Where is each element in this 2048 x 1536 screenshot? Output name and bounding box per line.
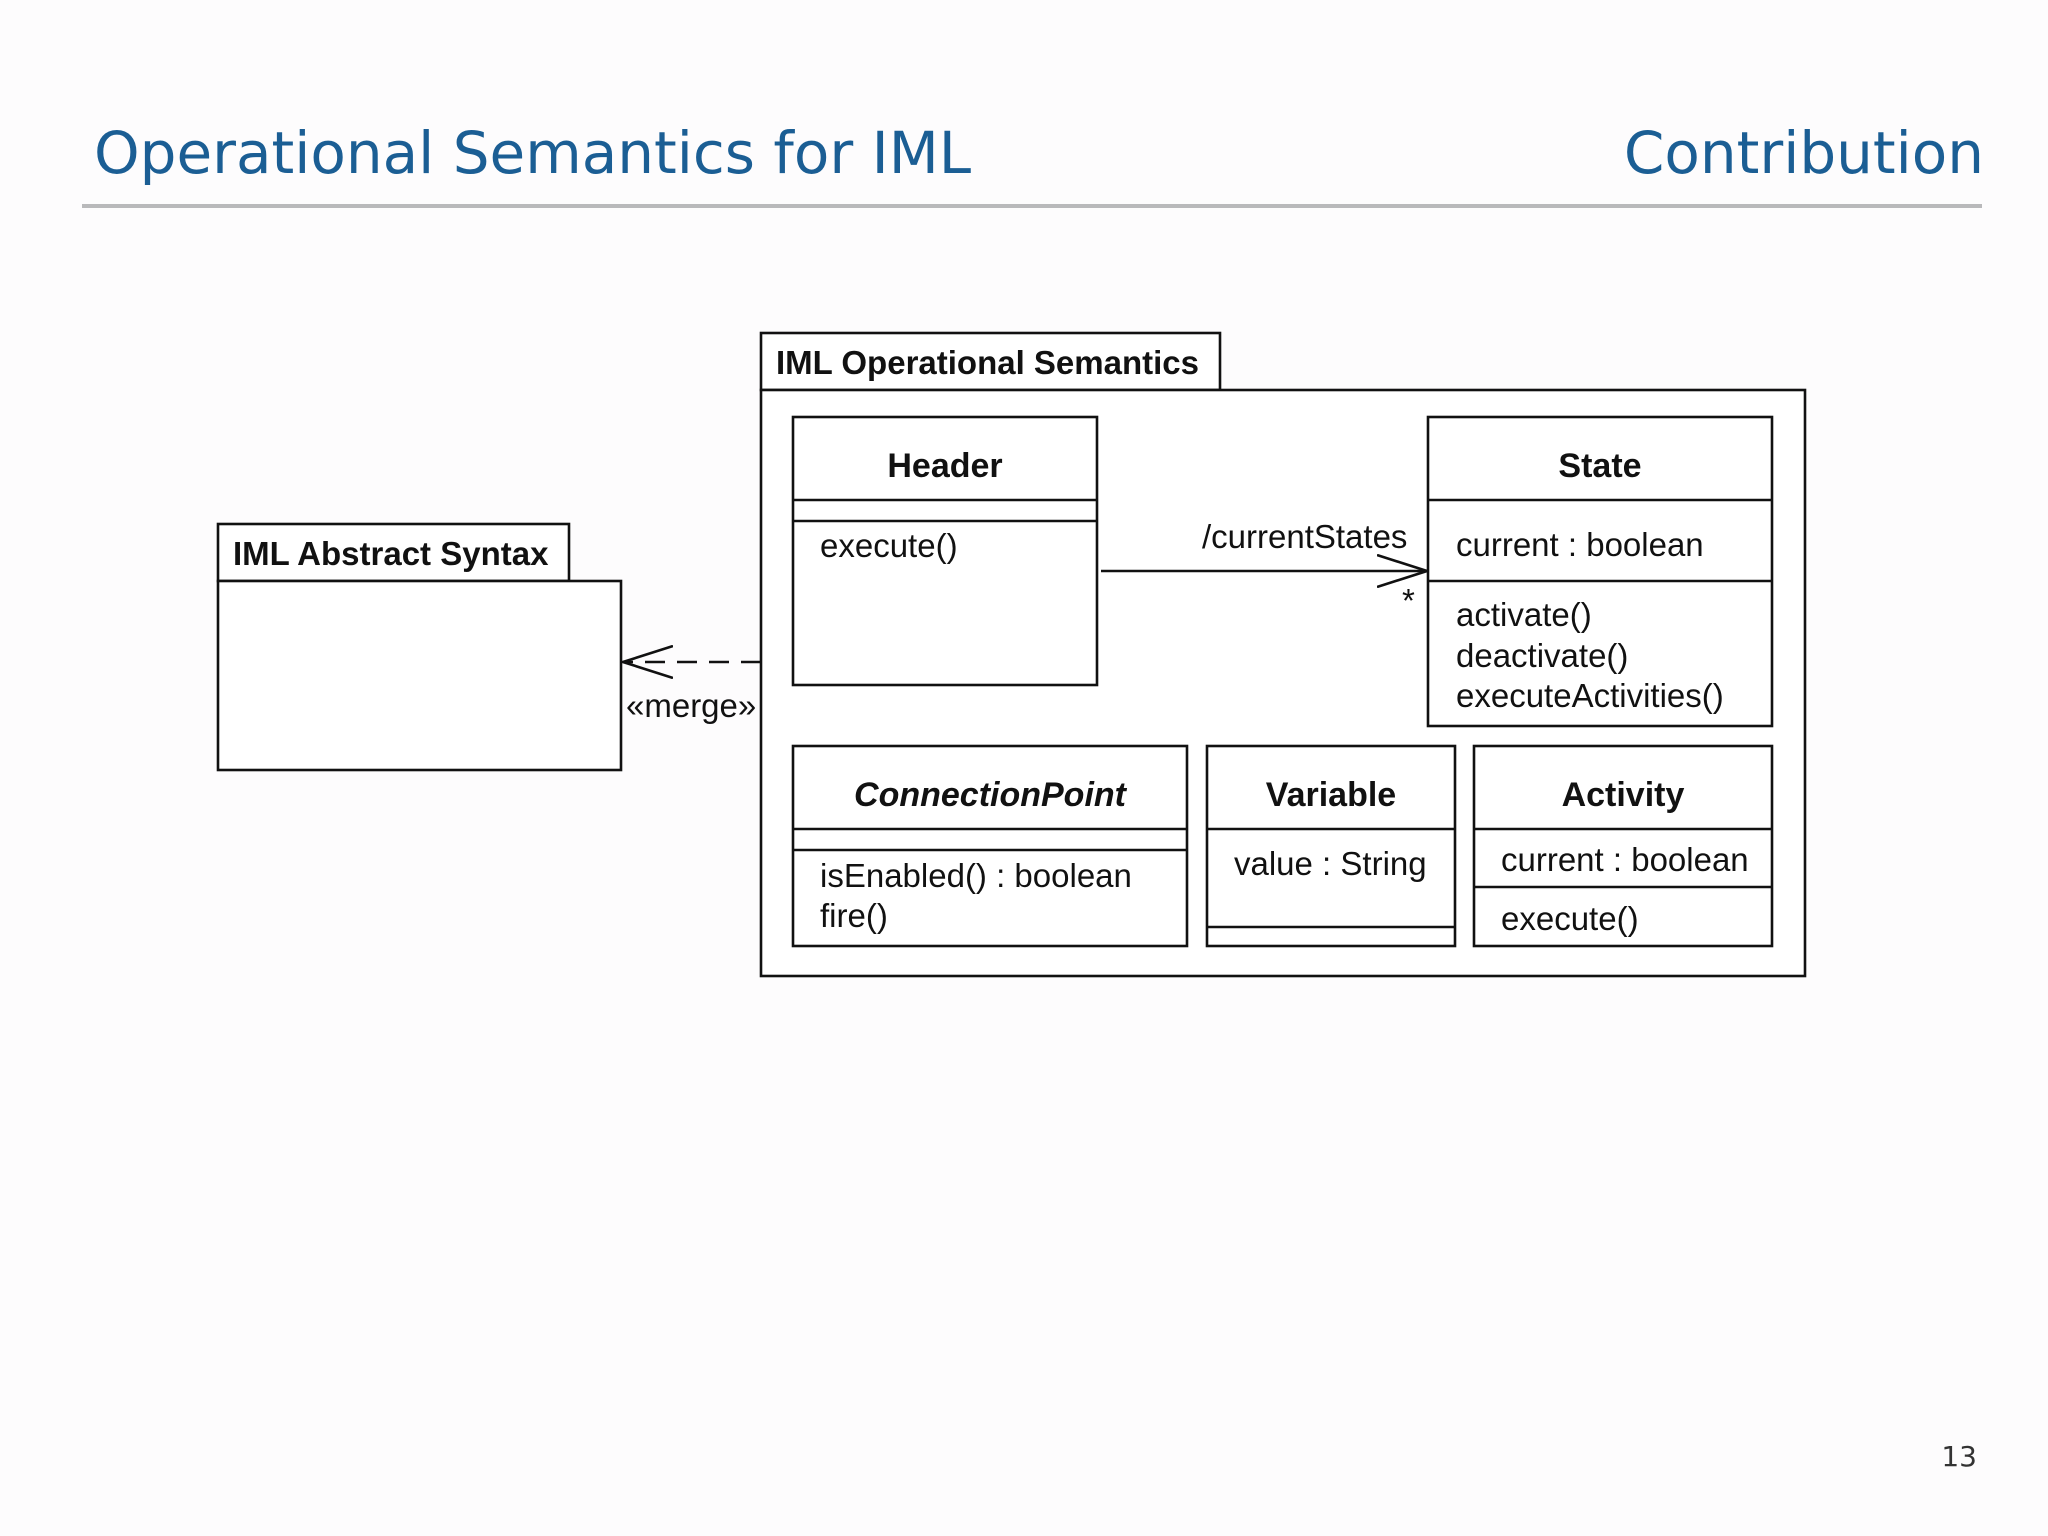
slide-title: Operational Semantics for IML xyxy=(94,119,972,187)
package-abstract-syntax: IML Abstract Syntax xyxy=(216,522,623,772)
operation: executeActivities() xyxy=(1456,677,1724,714)
class-box xyxy=(1472,744,1774,948)
attribute: current : boolean xyxy=(1501,841,1749,878)
page-number: 13 xyxy=(1941,1440,1977,1473)
attribute: value : String xyxy=(1234,845,1427,882)
association-multiplicity: * xyxy=(1402,582,1415,619)
title-divider xyxy=(82,204,1982,208)
merge-label: «merge» xyxy=(626,687,756,724)
association-current-states: /currentStates * xyxy=(1101,518,1427,619)
association-label: /currentStates xyxy=(1202,518,1407,555)
package-label: IML Abstract Syntax xyxy=(233,535,549,572)
operation: fire() xyxy=(820,897,888,934)
package-label: IML Operational Semantics xyxy=(776,344,1199,381)
class-box xyxy=(1426,415,1774,728)
class-name: Activity xyxy=(1562,776,1685,814)
class-connection-point: ConnectionPoint isEnabled() : boolean fi… xyxy=(791,744,1189,948)
operation: execute() xyxy=(1501,900,1639,937)
package-body xyxy=(216,579,623,772)
class-header: Header execute() xyxy=(791,415,1099,687)
class-name: ConnectionPoint xyxy=(854,776,1128,814)
class-variable: Variable value : String xyxy=(1205,744,1457,948)
operation: activate() xyxy=(1456,596,1592,633)
class-name: Variable xyxy=(1266,776,1396,814)
merge-dependency: «merge» xyxy=(623,662,761,724)
class-name: State xyxy=(1558,447,1641,485)
class-box xyxy=(791,415,1099,687)
package-tab xyxy=(759,331,1222,392)
operation: deactivate() xyxy=(1456,637,1628,674)
section-label: Contribution xyxy=(1623,119,1984,187)
class-activity: Activity current : boolean execute() xyxy=(1472,744,1774,948)
operation: isEnabled() : boolean xyxy=(820,857,1132,894)
package-tab xyxy=(216,522,571,583)
class-state: State current : boolean activate() deact… xyxy=(1426,415,1774,728)
class-box xyxy=(791,744,1189,948)
operation: execute() xyxy=(820,527,958,564)
class-name: Header xyxy=(887,447,1002,485)
class-box xyxy=(1205,744,1457,948)
attribute: current : boolean xyxy=(1456,526,1704,563)
